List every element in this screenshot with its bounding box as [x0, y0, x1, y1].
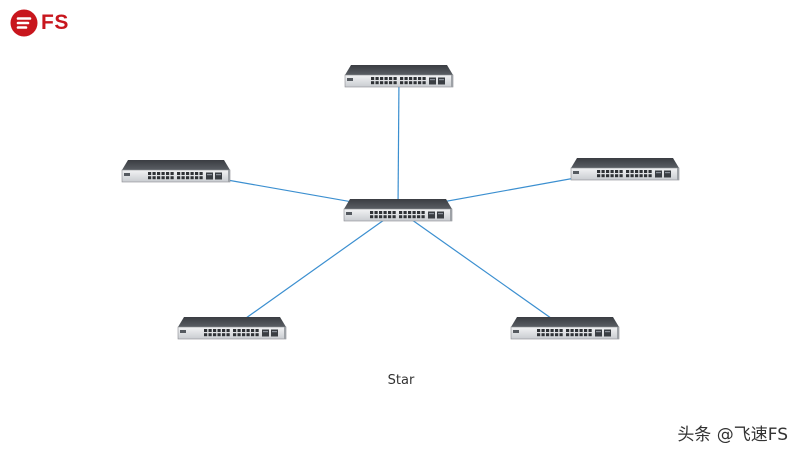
- switch-top-icon: [344, 65, 454, 88]
- diagram-caption: Star: [387, 373, 415, 388]
- link-switch-top: [397, 75, 400, 211]
- link-switch-bottom-left: [231, 209, 399, 329]
- switch-bottom-right-icon: [510, 317, 620, 340]
- fs-logo-text: FS: [41, 11, 69, 34]
- fs-logo: FS: [10, 9, 69, 37]
- switch-left-icon: [121, 160, 231, 183]
- switch-center-icon: [343, 199, 453, 222]
- switch-right-icon: [570, 158, 680, 181]
- nodes-layer: [121, 65, 680, 340]
- switch-bottom-left-icon: [177, 317, 287, 340]
- fs-logo-icon: [10, 9, 38, 37]
- link-switch-bottom-right: [397, 209, 566, 329]
- watermark-text: 头条 @飞速FS: [677, 425, 788, 445]
